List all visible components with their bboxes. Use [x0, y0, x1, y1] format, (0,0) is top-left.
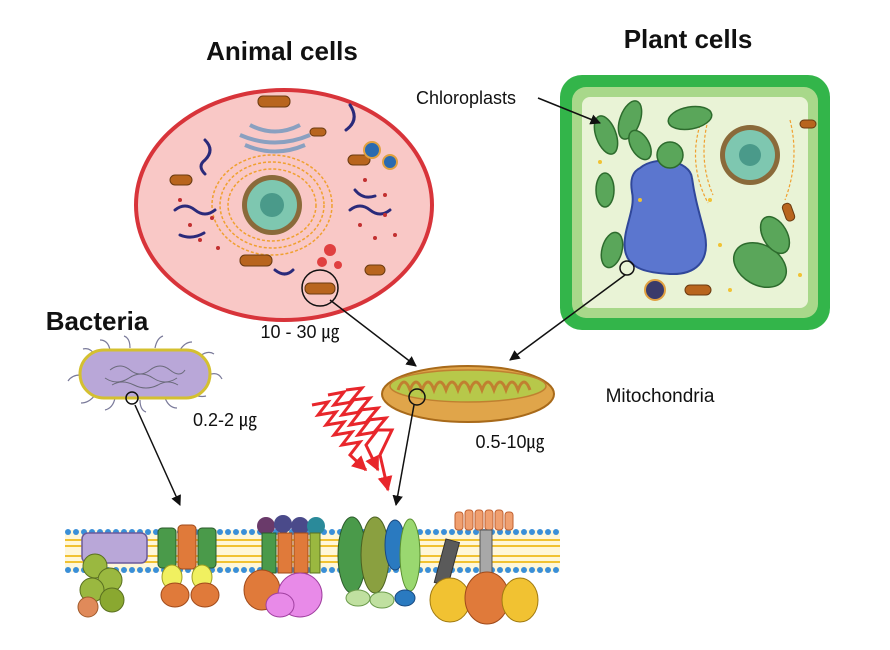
lipid-head [521, 567, 527, 573]
lipid-head [241, 529, 247, 535]
chloroplasts-group [593, 100, 791, 289]
lipid-head [225, 567, 231, 573]
pointer-arrows [134, 274, 626, 507]
animal-cells-title: Animal cells [206, 36, 358, 66]
lipid-head [329, 567, 335, 573]
complex-5-atp-synthase [429, 509, 539, 625]
lipid-head [137, 567, 143, 573]
plant-cells-title: Plant cells [624, 24, 753, 54]
lipid-head [521, 529, 527, 535]
complex-1 [77, 532, 148, 618]
lipid-head [233, 567, 239, 573]
lipid-head [449, 529, 455, 535]
lipid-head [233, 529, 239, 535]
chloroplast [600, 231, 624, 269]
lipid-head [153, 567, 159, 573]
lipid-head [73, 567, 79, 573]
bacterium [67, 335, 223, 413]
golgi-apparatus [239, 123, 311, 154]
animal-mito [257, 95, 291, 108]
lipid-head [537, 567, 543, 573]
lipid-head [553, 567, 559, 573]
animal-mito-highlight [301, 269, 339, 307]
animal-mito [347, 154, 371, 166]
mitochondria-label: Mitochondria [606, 386, 715, 407]
lipid-head [425, 529, 431, 535]
animal-mito [364, 264, 386, 276]
bacteria-to-membrane-arrow [134, 404, 181, 506]
lipid-head [553, 529, 559, 535]
chloroplast-arrow [537, 97, 601, 125]
lipid-head [321, 567, 327, 573]
lipid-head [329, 529, 335, 535]
lipid-head [433, 529, 439, 535]
plant-to-mito-arrow [509, 274, 626, 361]
chloroplast [759, 215, 791, 255]
lipid-head [529, 567, 535, 573]
lipid-head [545, 567, 551, 573]
lipid-head [441, 529, 447, 535]
lipid-head [249, 529, 255, 535]
lipid-head [537, 529, 543, 535]
lipid-head [217, 529, 223, 535]
plant-cell [560, 75, 830, 330]
mitochondrion [381, 365, 555, 423]
lipid-head [529, 529, 535, 535]
lipid-head [129, 567, 135, 573]
lipid-head [249, 567, 255, 573]
chloroplast [656, 141, 684, 169]
animal-size-label: 10 - 30 ㎍ [260, 322, 339, 343]
lipid-head [513, 567, 519, 573]
lipid-head [473, 529, 479, 535]
complex-3 [243, 515, 325, 618]
lipid-head [65, 567, 71, 573]
lipid-head [457, 567, 463, 573]
mito-to-membrane-arrow [392, 404, 415, 507]
plant-mito-highlight [619, 260, 635, 276]
lipid-head [241, 567, 247, 573]
lipid-head [217, 567, 223, 573]
mito-size-label: 0.5-10㎍ [475, 432, 544, 453]
bacteria-title: Bacteria [46, 306, 149, 336]
chloroplast [617, 100, 643, 140]
chloroplast [628, 129, 652, 161]
animal-cell [134, 88, 434, 322]
animal-mito [239, 254, 273, 267]
animal-mito [304, 282, 336, 295]
complex-2 [157, 524, 220, 608]
chloroplast [667, 105, 713, 131]
energy-zigzag-arrows [311, 386, 395, 492]
chloroplast [595, 172, 615, 208]
lipid-head [473, 567, 479, 573]
rough-er [211, 154, 333, 256]
lipid-head [497, 567, 503, 573]
lipid-head [513, 529, 519, 535]
lipid-head [425, 567, 431, 573]
central-vacuole [623, 159, 707, 276]
animal-to-mito-arrow [329, 299, 417, 367]
chloroplasts-label: Chloroplasts [416, 88, 516, 108]
lipid-head [545, 529, 551, 535]
lipid-head [225, 529, 231, 535]
animal-mito [169, 174, 193, 186]
lipid-head [121, 567, 127, 573]
lipid-head [465, 567, 471, 573]
complex-4 [337, 516, 421, 609]
lipid-head [145, 567, 151, 573]
lipid-head [505, 567, 511, 573]
bacteria-size-label: 0.2-2 ㎍ [193, 410, 257, 431]
lipid-head [65, 529, 71, 535]
animal-mito [309, 127, 327, 137]
lipid-head [73, 529, 79, 535]
lipid-head [145, 529, 151, 535]
mito-highlight [408, 388, 426, 406]
bacterium-highlight [125, 391, 139, 405]
